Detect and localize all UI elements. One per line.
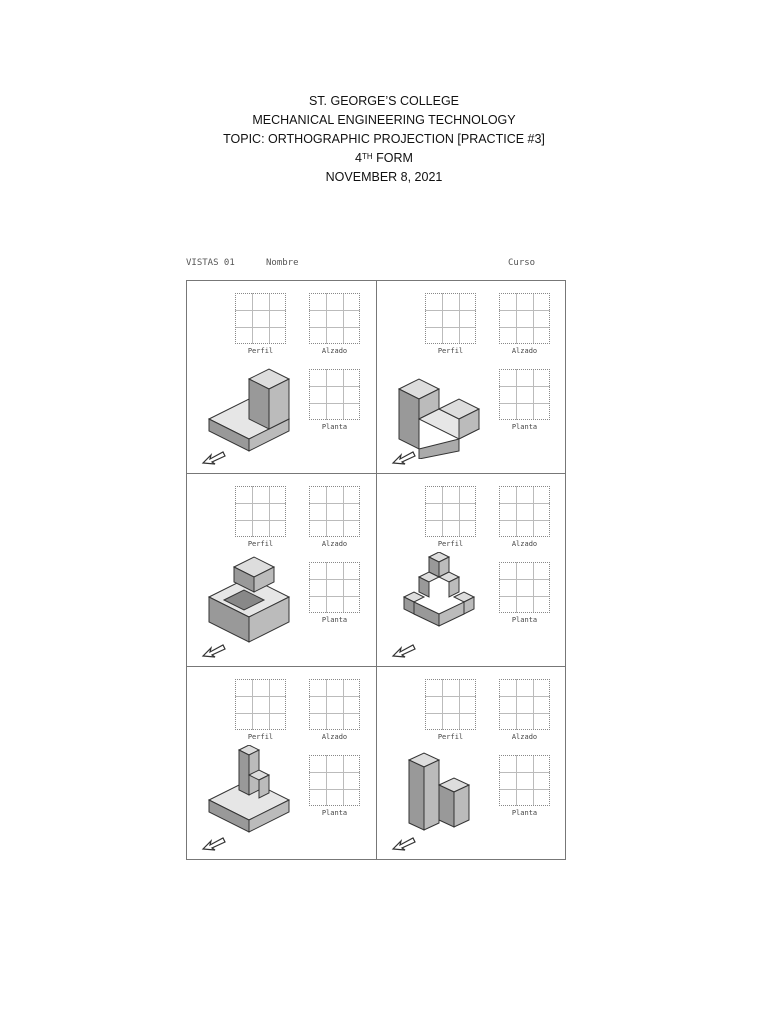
elevation-grid[interactable] (309, 293, 360, 344)
plan-label: Planta (321, 423, 348, 431)
viewing-direction-arrow-icon (201, 837, 226, 851)
elevation-label: Alzado (511, 733, 538, 741)
profile-grid[interactable] (235, 486, 286, 537)
profile-grid[interactable] (425, 293, 476, 344)
elevation-grid[interactable] (499, 293, 550, 344)
profile-label: Perfil (437, 540, 464, 548)
profile-grid[interactable] (235, 293, 286, 344)
name-label: Nombre (266, 258, 299, 268)
isometric-figure-1 (207, 368, 291, 452)
exercise-cell-3: Perfil Alzado Planta (187, 474, 376, 667)
exercise-cell-1: Perfil Alzado Planta (187, 281, 376, 474)
elevation-label: Alzado (511, 347, 538, 355)
plan-label: Planta (511, 423, 538, 431)
exercise-cell-5: Perfil Alzado Planta (187, 667, 376, 860)
row-divider (187, 473, 565, 474)
isometric-figure-2 (397, 378, 481, 459)
school-name: ST. GEORGE’S COLLEGE (308, 94, 460, 108)
elevation-grid[interactable] (309, 486, 360, 537)
elevation-label: Alzado (321, 733, 348, 741)
form-word: FORM (376, 151, 413, 165)
plan-label: Planta (511, 616, 538, 624)
profile-grid[interactable] (425, 679, 476, 730)
plan-label: Planta (511, 809, 538, 817)
row-divider (187, 666, 565, 667)
form-number: 4 (355, 151, 362, 165)
topic-line: TOPIC: ORTHOGRAPHIC PROJECTION [PRACTICE… (223, 132, 545, 146)
plan-grid[interactable] (499, 562, 550, 613)
isometric-figure-5 (207, 745, 291, 833)
exercise-cell-2: Perfil Alzado Planta (377, 281, 566, 474)
form-line: 4TH FORM (0, 149, 768, 168)
isometric-figure-4 (402, 552, 476, 627)
elevation-grid[interactable] (499, 486, 550, 537)
plan-label: Planta (321, 809, 348, 817)
viewing-direction-arrow-icon (201, 644, 226, 658)
elevation-grid[interactable] (309, 679, 360, 730)
elevation-grid[interactable] (499, 679, 550, 730)
date-line: NOVEMBER 8, 2021 (325, 170, 443, 184)
course-label: Curso (508, 258, 536, 268)
plan-grid[interactable] (309, 562, 360, 613)
column-divider (376, 281, 377, 859)
document-header: ST. GEORGE’S COLLEGE MECHANICAL ENGINEER… (0, 92, 768, 187)
elevation-label: Alzado (511, 540, 538, 548)
viewing-direction-arrow-icon (391, 644, 416, 658)
profile-label: Perfil (247, 540, 274, 548)
form-superscript: TH (361, 152, 373, 161)
plan-grid[interactable] (499, 755, 550, 806)
profile-label: Perfil (247, 733, 274, 741)
viewing-direction-arrow-icon (391, 451, 416, 465)
profile-label: Perfil (437, 733, 464, 741)
isometric-figure-6 (407, 752, 471, 831)
exercise-cell-4: Perfil Alzado Planta (377, 474, 566, 667)
viewing-direction-arrow-icon (391, 837, 416, 851)
program-name: MECHANICAL ENGINEERING TECHNOLOGY (252, 113, 516, 127)
viewing-direction-arrow-icon (201, 451, 226, 465)
profile-grid[interactable] (235, 679, 286, 730)
profile-label: Perfil (247, 347, 274, 355)
worksheet-frame: Perfil Alzado Planta Perfil Alzado Plant… (186, 280, 566, 860)
isometric-figure-3 (207, 556, 291, 643)
plan-grid[interactable] (309, 755, 360, 806)
profile-grid[interactable] (425, 486, 476, 537)
elevation-label: Alzado (321, 540, 348, 548)
sheet-title: VISTAS 01 (186, 258, 235, 268)
exercise-cell-6: Perfil Alzado Planta (377, 667, 566, 860)
plan-label: Planta (321, 616, 348, 624)
plan-grid[interactable] (309, 369, 360, 420)
elevation-label: Alzado (321, 347, 348, 355)
profile-label: Perfil (437, 347, 464, 355)
worksheet-heading: VISTAS 01 Nombre Curso (186, 258, 568, 272)
plan-grid[interactable] (499, 369, 550, 420)
